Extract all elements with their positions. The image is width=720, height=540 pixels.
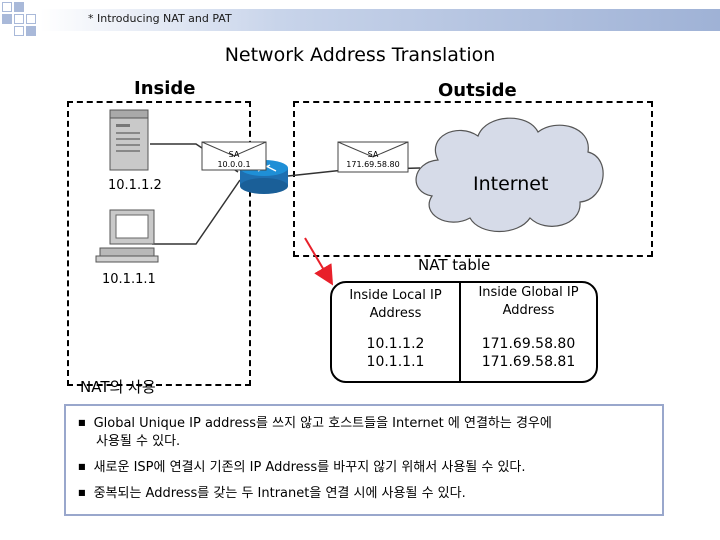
nat-table-divider [459,283,461,381]
usage-box: ■ Global Unique IP address를 쓰지 않고 호스트들을 I… [64,404,664,516]
nat-table-cell: 10.1.1.2 [366,336,425,352]
nat-table-cell: 171.69.58.80 [481,336,576,352]
nat-table-cell: 171.69.58.81 [481,354,576,370]
usage-bullet-text: Global Unique IP address를 쓰지 않고 호스트들을 In… [93,416,552,431]
internet-label: Internet [473,173,549,195]
header-band [40,9,720,31]
bullet-icon: ■ [78,462,86,471]
nat-table-header-global: Inside Global IP Address [478,285,579,318]
outside-network-box [293,101,653,257]
usage-bullet: ■ Global Unique IP address를 쓰지 않고 호스트들을 I… [78,414,552,434]
inside-label: Inside [134,78,196,99]
decor-square [14,2,24,12]
decor-square [26,14,36,24]
cloud-icon [415,117,604,232]
bullet-icon: ■ [78,488,86,497]
usage-bullet: ■ 중복되는 Address를 갖는 두 Intranet을 연결 시에 사용될 … [78,484,466,504]
nat-table: Inside Local IP Address Inside Global IP… [330,281,598,383]
packet-inside-label: SA 10.0.0.1 [202,150,266,170]
server-icon [109,109,149,171]
packet-inside-address: 10.0.0.1 [217,160,251,169]
decor-square [14,14,24,24]
slide-label: * Introducing NAT and PAT [88,12,232,25]
nat-table-title: NAT table [418,256,491,274]
bullet-icon: ■ [78,418,86,427]
packet-outside-address: 171.69.58.80 [346,160,400,169]
inside-network-box [67,101,251,386]
decor-square [14,26,24,36]
outside-label: Outside [438,80,517,101]
packet-inside-sa: SA [228,150,240,159]
host2-ip-label: 10.1.1.1 [102,272,156,287]
translation-arrow [304,237,334,286]
usage-label: NAT의 사용 [80,378,156,396]
nat-table-cell: 10.1.1.1 [366,354,425,370]
workstation-icon [95,209,159,263]
envelope-icon [337,141,409,173]
usage-bullet-continuation: 사용될 수 있다. [96,434,181,449]
packet-outside-label: SA 171.69.58.80 [338,150,408,170]
envelope-icon [201,141,267,171]
header-bar [0,0,720,40]
usage-bullet-text: 중복되는 Address를 갖는 두 Intranet을 연결 시에 사용될 수… [93,486,466,501]
decor-square [26,26,36,36]
decor-square [2,2,12,12]
host1-ip-label: 10.1.1.2 [108,178,162,193]
nat-table-header-local: Inside Local IP Address [349,288,442,321]
usage-bullet: ■ 새로운 ISP에 연결시 기존의 IP Address를 바꾸지 않기 위해서… [78,458,526,478]
decor-square [2,14,12,24]
usage-bullet-text: 새로운 ISP에 연결시 기존의 IP Address를 바꾸지 않기 위해서 … [93,460,526,475]
packet-outside-sa: SA [367,150,379,159]
diagram-title: Network Address Translation [224,44,496,66]
